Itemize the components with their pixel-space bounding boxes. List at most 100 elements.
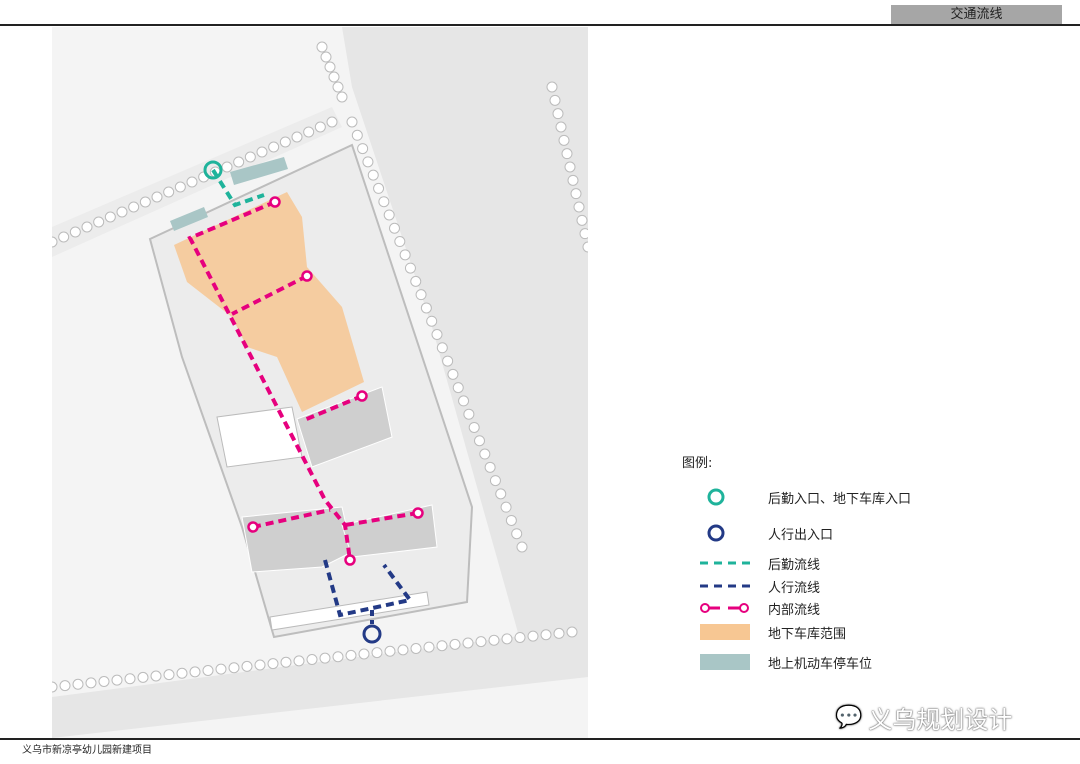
tree-icon <box>501 633 513 645</box>
tree-icon <box>436 640 448 652</box>
tree-icon <box>410 275 422 287</box>
tree-icon <box>468 421 480 433</box>
tree-icon <box>316 41 328 53</box>
tree-icon <box>474 435 485 447</box>
tree-icon <box>254 659 266 671</box>
tree-icon <box>151 191 163 203</box>
tree-icon <box>378 196 390 208</box>
tree-icon <box>495 488 507 500</box>
tree-icon <box>371 647 383 659</box>
tree-icon <box>137 671 149 683</box>
tree-icon <box>326 116 338 128</box>
tree-icon <box>383 209 395 221</box>
tree-icon <box>582 241 588 253</box>
tree-icon <box>228 662 240 674</box>
tree-icon <box>314 121 326 133</box>
tree-icon <box>111 674 123 686</box>
service-flow-line <box>211 168 265 208</box>
road-south <box>52 627 588 738</box>
tree-icon <box>174 181 186 193</box>
tree-icon <box>328 71 340 83</box>
teal-gray-fill-icon <box>700 654 750 670</box>
surface-parking-2 <box>230 157 288 185</box>
tree-icon <box>404 262 416 274</box>
surface-parking-1 <box>170 207 208 231</box>
tree-icon <box>150 670 162 682</box>
teal-circle-icon <box>707 488 725 506</box>
teal-dash-icon <box>700 561 754 565</box>
tree-icon <box>332 81 344 93</box>
tree-icon <box>576 214 588 226</box>
tree-icon <box>72 678 84 690</box>
tree-icon <box>85 677 97 689</box>
tree-icon <box>256 146 268 158</box>
tree-icon <box>462 637 474 649</box>
tree-icon <box>423 641 435 653</box>
pedestrian-entrance-marker <box>362 624 382 644</box>
tree-icon <box>69 226 81 238</box>
tree-icon <box>373 182 385 194</box>
legend-title: 图例: <box>682 456 713 471</box>
tree-icon <box>540 629 552 641</box>
tree-icon <box>324 61 336 73</box>
tree-icon <box>357 143 369 155</box>
tree-icon <box>573 201 585 213</box>
tree-icon <box>449 638 461 650</box>
tree-icon <box>303 126 315 138</box>
tree-icon <box>319 652 331 664</box>
tree-icon <box>351 129 363 141</box>
tree-icon <box>489 475 501 487</box>
site-plan-map <box>52 27 588 738</box>
tree-row-north <box>52 41 588 693</box>
tree-icon <box>176 667 188 679</box>
tree-icon <box>488 634 500 646</box>
watermark: 💬 义乌规划设计 <box>835 705 1013 734</box>
tree-icon <box>558 134 570 146</box>
header-divider <box>0 24 1080 26</box>
tree-icon <box>81 221 93 233</box>
tree-icon <box>452 382 464 394</box>
tree-icon <box>564 161 576 173</box>
tree-icon <box>52 236 58 248</box>
tree-icon <box>362 156 374 168</box>
wechat-icon: 💬 <box>835 705 863 730</box>
tree-icon <box>116 206 128 218</box>
tree-icon <box>410 643 422 654</box>
tree-icon <box>415 289 427 301</box>
tree-icon <box>52 681 58 693</box>
tree-icon <box>527 630 539 642</box>
tree-icon <box>399 249 411 261</box>
tree-icon <box>346 116 358 128</box>
tree-icon <box>336 91 348 103</box>
tree-icon <box>215 663 227 675</box>
footer-divider <box>0 738 1080 740</box>
tree-icon <box>98 676 110 687</box>
navy-dash-icon <box>700 584 754 588</box>
tree-icon <box>124 673 136 685</box>
tree-icon <box>484 461 496 473</box>
tree-icon <box>267 658 279 670</box>
tree-icon <box>555 121 567 133</box>
pedestrian-flow-line <box>323 559 414 618</box>
tree-icon <box>279 136 291 148</box>
tree-icon <box>189 666 201 678</box>
tree-icon <box>514 632 526 643</box>
service-entrance-marker <box>203 160 223 180</box>
tree-icon <box>320 51 332 63</box>
tree-icon <box>479 448 491 460</box>
tree-icon <box>367 169 379 181</box>
tree-icon <box>442 355 454 367</box>
tree-icon <box>397 644 409 656</box>
tree-icon <box>561 148 573 160</box>
tree-icon <box>291 131 303 143</box>
road-east <box>342 27 588 647</box>
section-tab: 交通流线 <box>891 5 1062 24</box>
legend: 图例: 后勤入口、地下车库入口 人行出入口 后勤流线 人行流线 内部流线 地下车… <box>682 452 911 672</box>
tree-icon <box>475 636 487 648</box>
tree-icon <box>104 211 116 223</box>
underground-garage-area <box>174 192 364 412</box>
tree-icon <box>570 188 582 200</box>
tree-icon <box>384 645 396 657</box>
tree-icon <box>516 541 528 553</box>
tree-icon <box>426 315 438 327</box>
